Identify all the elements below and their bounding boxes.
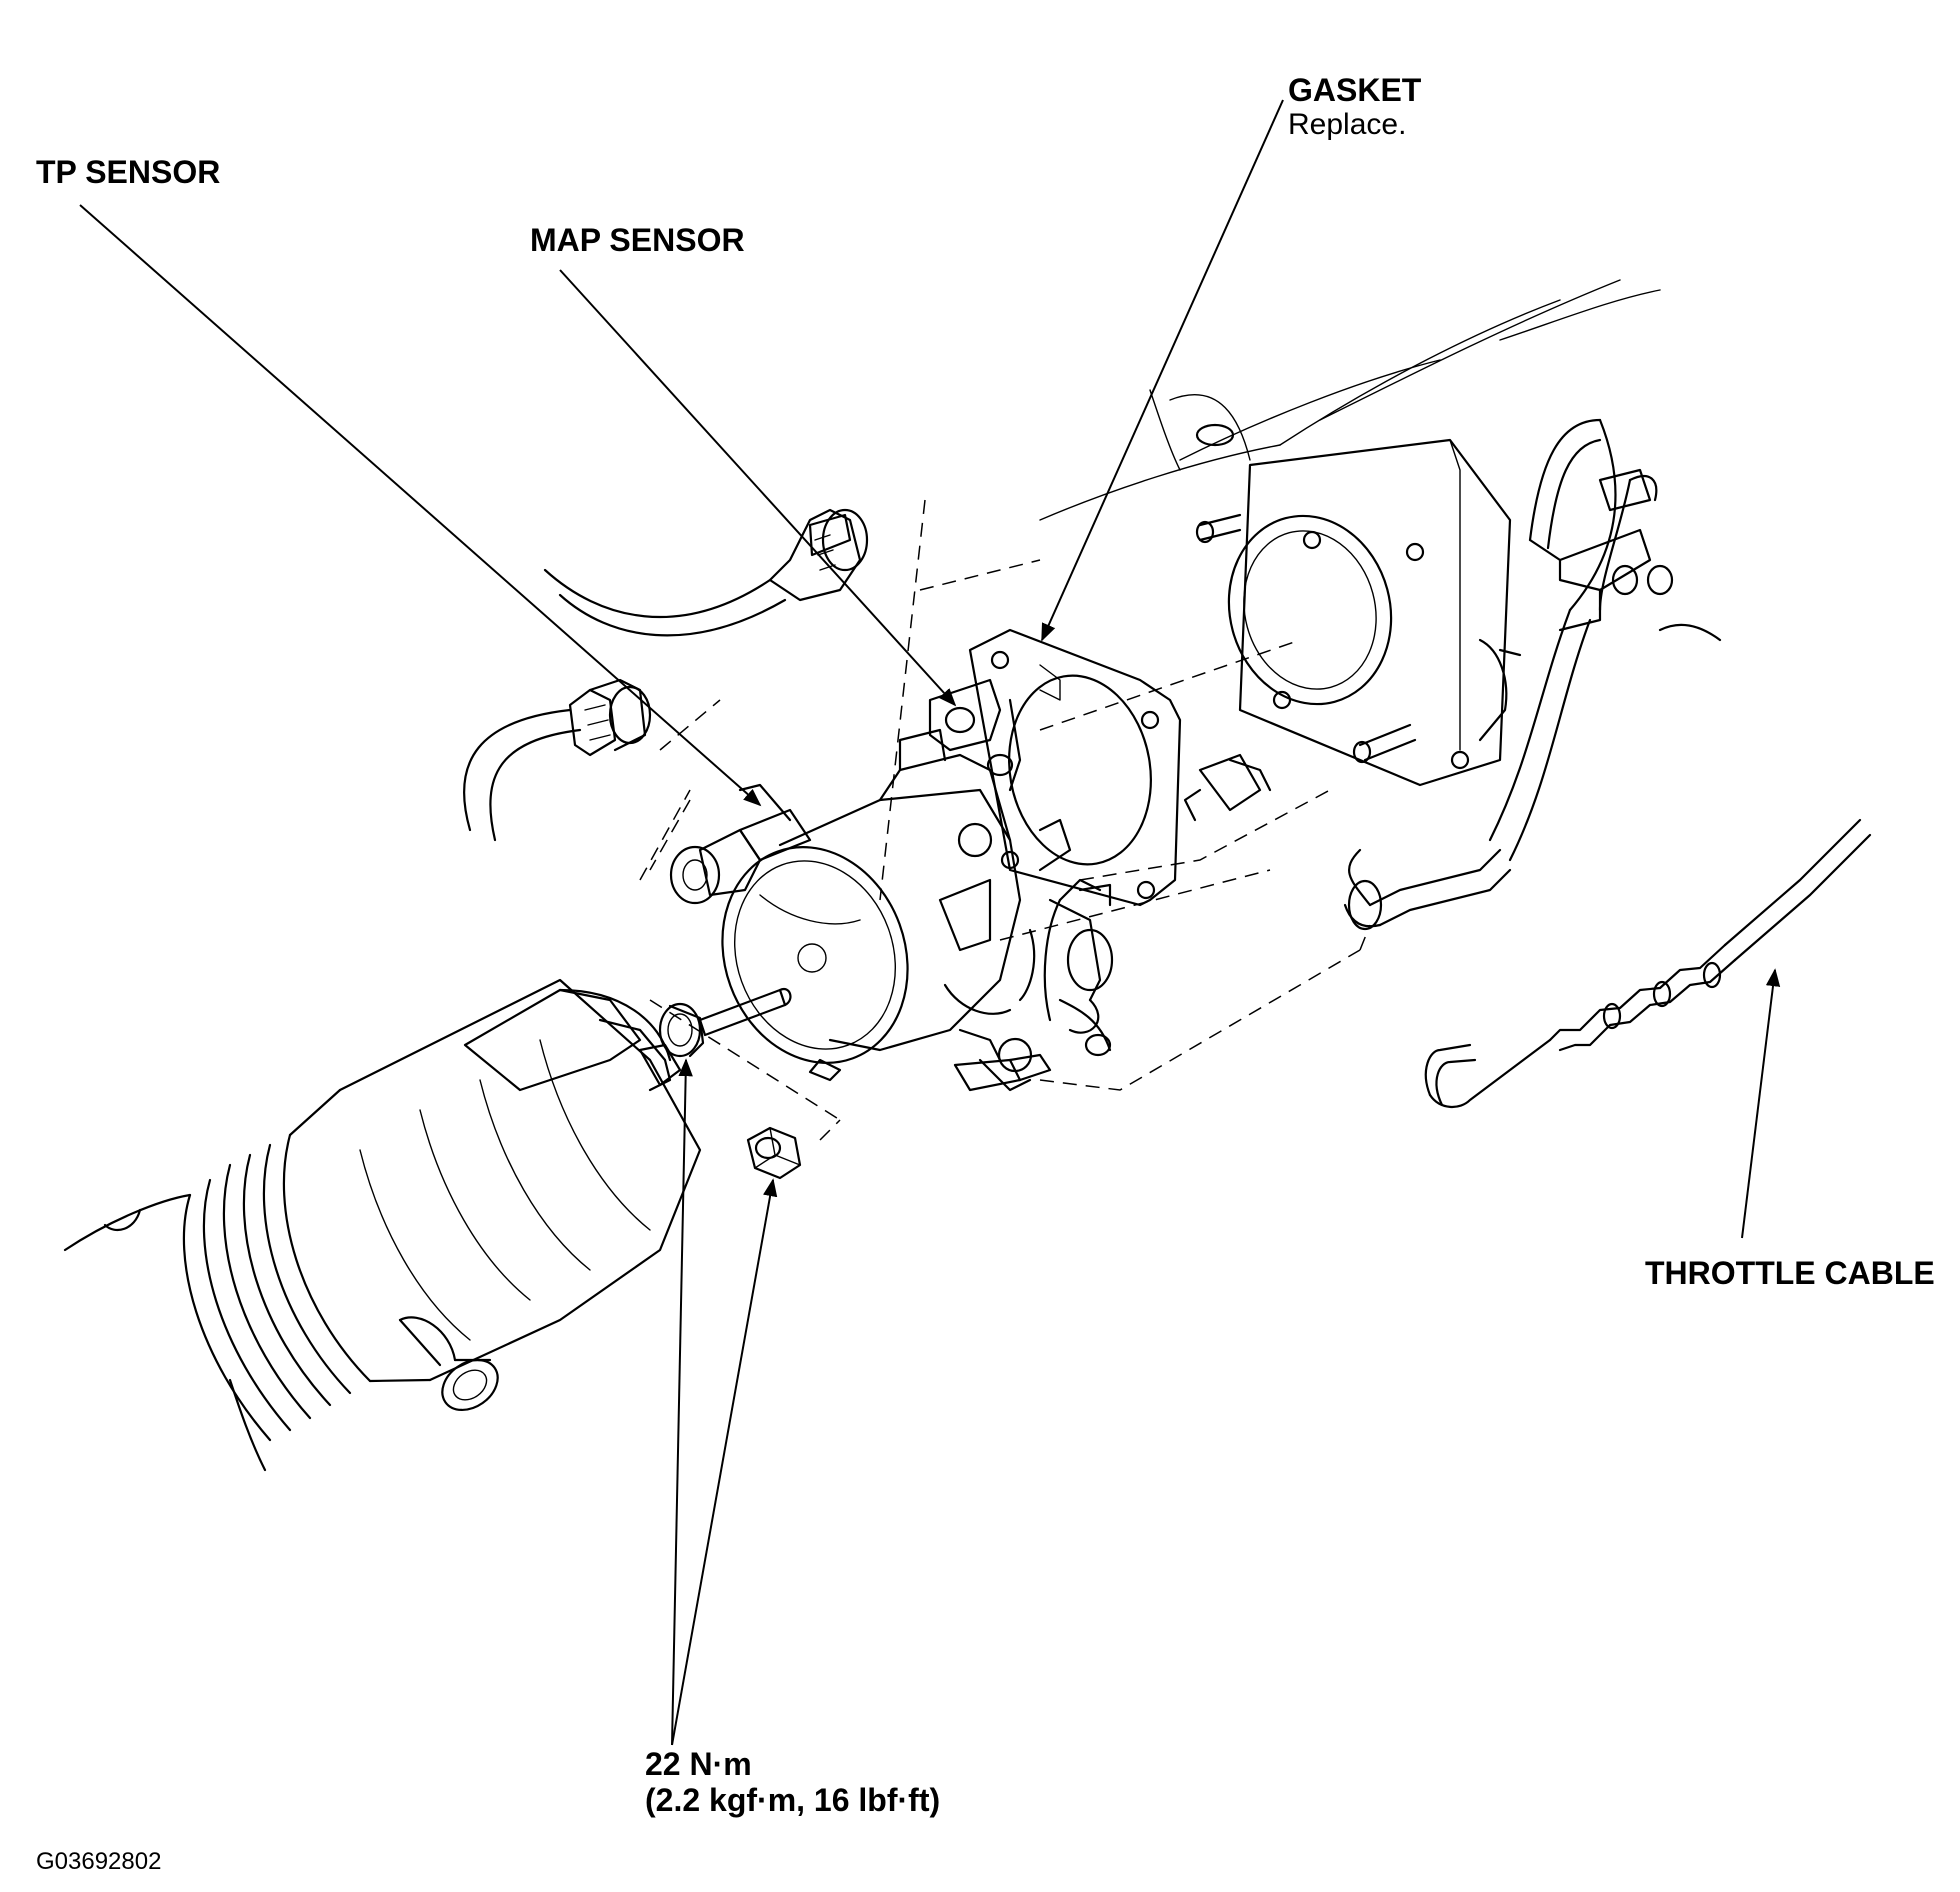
tp-sensor-leader: [79, 204, 762, 807]
tp-sensor-connector: [462, 678, 652, 842]
assembly-guide-lines: [639, 499, 1371, 1141]
throttle-cable-leader: [1741, 968, 1781, 1239]
flange-nut: [746, 1126, 802, 1180]
gasket-label: GASKET: [1288, 72, 1422, 108]
flange-bolt: [658, 987, 792, 1058]
air-intake-duct: [63, 978, 702, 1472]
leader-lines: [79, 99, 1781, 1746]
map-sensor-label: MAP SENSOR: [530, 222, 745, 258]
throttle-cable-label: THROTTLE CABLE: [1645, 1255, 1935, 1291]
torque-alt-label: (2.2 kgf·m, 16 lbf·ft): [645, 1782, 941, 1818]
hose-clamp: [1183, 753, 1272, 822]
map-sensor-leader: [559, 269, 957, 707]
throttle-cable-part: [1424, 818, 1872, 1108]
gasket: [968, 628, 1182, 907]
tp-sensor-label: TP SENSOR: [36, 154, 221, 190]
throttle-body: [669, 678, 1114, 1092]
coolant-hoses: [1343, 418, 1722, 931]
torque-value-label: 22 N·m: [645, 1746, 752, 1782]
torque-nut-leader: [671, 1178, 778, 1746]
gasket-leader: [1041, 99, 1284, 642]
torque-bolt-leader: [671, 1058, 693, 1746]
figure-code: G03692802: [36, 1848, 162, 1875]
map-sensor-connector: [543, 508, 869, 637]
gasket-note: Replace.: [1288, 108, 1407, 141]
intake-manifold: [1039, 279, 1661, 787]
